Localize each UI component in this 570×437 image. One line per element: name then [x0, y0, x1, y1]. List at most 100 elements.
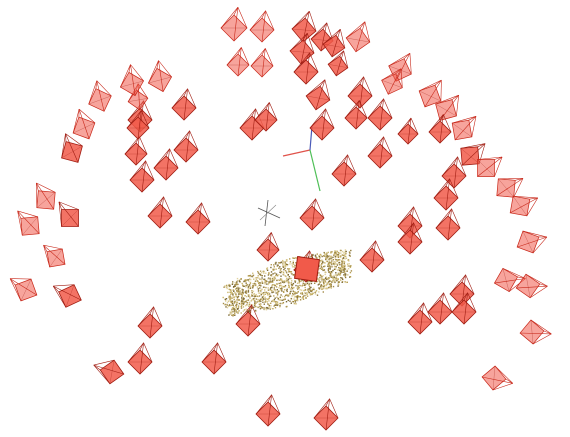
point: [265, 286, 267, 289]
point: [287, 299, 289, 302]
point: [348, 251, 351, 253]
point: [336, 274, 338, 276]
point: [325, 258, 327, 260]
point: [346, 270, 348, 272]
point: [238, 289, 241, 292]
point: [288, 277, 290, 280]
point: [241, 297, 243, 299]
camera-frustum: [435, 94, 459, 121]
point: [321, 255, 323, 258]
point: [246, 311, 248, 313]
point: [278, 274, 280, 276]
point: [281, 288, 283, 290]
point: [337, 259, 339, 261]
point: [278, 267, 280, 269]
point: [296, 287, 298, 289]
point: [327, 281, 329, 284]
point: [280, 294, 282, 296]
point: [223, 286, 225, 288]
point: [295, 257, 297, 259]
point: [279, 271, 281, 273]
point: [341, 260, 343, 263]
point: [292, 290, 294, 292]
point: [321, 278, 324, 280]
point: [275, 286, 278, 288]
point: [255, 293, 257, 296]
point: [332, 281, 334, 283]
point: [240, 293, 242, 295]
point: [234, 311, 236, 314]
camera-frustum: [201, 342, 227, 375]
point: [261, 288, 263, 291]
point: [226, 302, 229, 304]
point: [288, 276, 291, 278]
point: [244, 305, 247, 307]
point: [328, 262, 330, 264]
point: [234, 300, 237, 302]
point: [264, 291, 266, 293]
point: [286, 293, 288, 296]
point: [290, 290, 292, 293]
point: [307, 289, 309, 291]
point: [247, 288, 250, 290]
point: [238, 299, 240, 301]
point: [341, 263, 343, 266]
point: [311, 280, 314, 283]
camera-frustum: [367, 98, 393, 131]
point: [247, 309, 249, 311]
point: [306, 280, 309, 282]
point: [281, 299, 283, 301]
point: [243, 285, 245, 287]
point: [252, 298, 254, 300]
point: [266, 280, 268, 283]
point: [279, 302, 281, 305]
camera-frustum: [293, 52, 319, 85]
point: [225, 286, 228, 289]
camera-frustum: [397, 206, 423, 239]
point: [245, 300, 247, 303]
point: [268, 282, 270, 284]
point: [245, 282, 247, 284]
point: [349, 265, 351, 267]
camera-frustum: [52, 284, 82, 308]
camera-frustum: [428, 114, 452, 144]
point: [270, 266, 272, 269]
point: [338, 266, 340, 269]
point: [326, 252, 328, 254]
point: [339, 256, 342, 258]
point: [278, 287, 280, 289]
point: [327, 256, 329, 258]
point: [294, 299, 297, 302]
point: [282, 261, 284, 263]
point: [268, 293, 271, 295]
point: [270, 305, 272, 307]
point: [249, 275, 252, 278]
camera-frustum: [36, 182, 56, 210]
point: [280, 282, 282, 284]
point: [279, 296, 281, 298]
camera-frustum: [496, 178, 524, 198]
point: [329, 271, 331, 273]
point: [244, 291, 246, 293]
point: [244, 280, 246, 282]
point: [288, 295, 290, 297]
point: [254, 282, 256, 285]
point: [228, 304, 231, 306]
point: [345, 257, 348, 259]
point: [232, 295, 234, 297]
camera-frustum: [313, 398, 339, 431]
point: [318, 272, 320, 274]
point: [232, 311, 234, 313]
point: [318, 257, 321, 260]
point: [286, 290, 288, 293]
point: [343, 269, 345, 271]
point: [267, 307, 269, 309]
point: [294, 280, 297, 282]
point: [308, 284, 310, 286]
point: [245, 308, 247, 310]
point: [346, 269, 348, 271]
point: [330, 284, 332, 286]
point: [259, 278, 261, 280]
point: [340, 279, 342, 281]
